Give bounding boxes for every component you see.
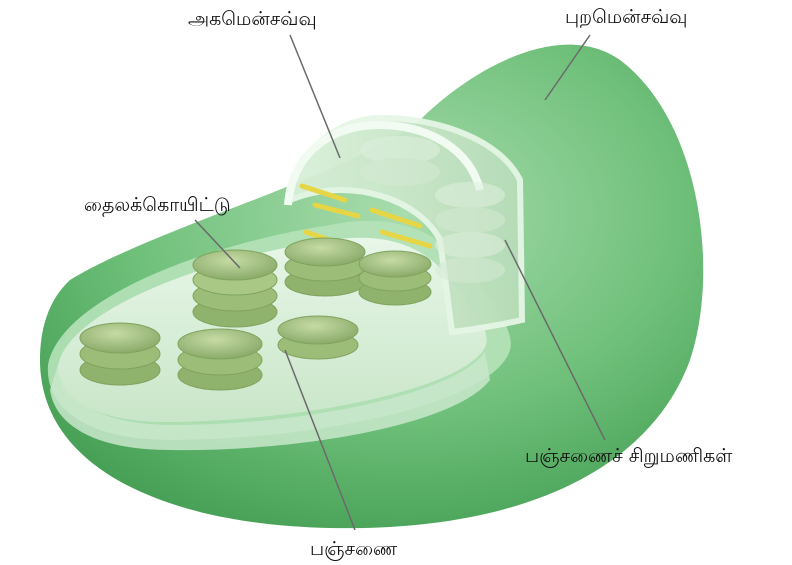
label-thylakoid: தைலக்கொயிட்டு xyxy=(84,196,231,215)
label-intergranal-lamellae: பஞ்சணைச் சிறுமணிகள் xyxy=(525,447,732,466)
label-inner-membrane: அகமென்சவ்வு xyxy=(188,10,317,29)
label-granum: பஞ்சணை xyxy=(310,540,397,559)
leader-inner-membrane xyxy=(290,35,340,158)
label-outer-membrane: புறமென்சவ்வு xyxy=(565,8,687,27)
